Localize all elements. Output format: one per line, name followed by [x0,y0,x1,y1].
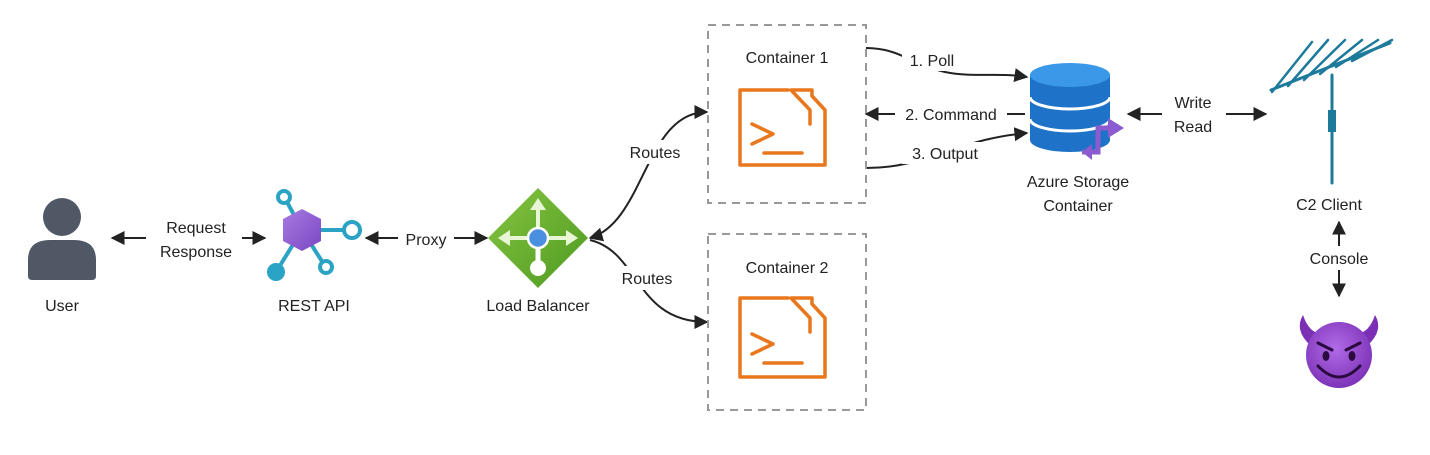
edge-label-request: Request [166,220,226,237]
node-label-storage-line2: Container [1043,198,1113,215]
smiling-devil-emoji [1299,315,1379,388]
node-label-container-2: Container 2 [746,260,829,277]
edge-label-read: Read [1174,119,1212,136]
edge-label-console: Console [1310,251,1369,268]
sync-arrows-icon [1082,118,1124,160]
edge-label-write: Write [1174,95,1211,112]
edge-label-response: Response [160,244,232,261]
edge-lb-container1 [588,105,709,242]
edge-label-proxy: Proxy [406,232,447,249]
edge-c2-console [1300,220,1378,298]
edge-storage-c2 [1126,90,1268,138]
edge-label-routes-1: Routes [630,145,681,162]
node-label-container-1: Container 1 [746,50,829,67]
edge-label-command: 2. Command [905,107,997,124]
edge-poll [865,47,1029,82]
node-label-storage-line1: Azure Storage [1027,174,1129,191]
edge-label-poll: 1. Poll [910,53,954,70]
edge-label-output: 3. Output [912,146,978,163]
antenna-icon [1269,38,1394,185]
edge-label-routes-2: Routes [622,271,673,288]
database-icon [1028,63,1124,160]
api-hexagon-icon [267,189,362,281]
terminal-icon [738,296,827,379]
user-icon [28,198,96,280]
node-label-user: User [45,298,79,315]
node-label-c2-client: C2 Client [1296,197,1362,214]
edge-api-loadbalancer [364,226,489,250]
load-balancer-icon [488,188,588,288]
terminal-icon [738,88,827,167]
node-label-rest-api: REST API [278,298,350,315]
container-2-box [707,233,867,411]
node-label-load-balancer: Load Balancer [486,298,590,315]
edge-user-api [110,214,267,262]
